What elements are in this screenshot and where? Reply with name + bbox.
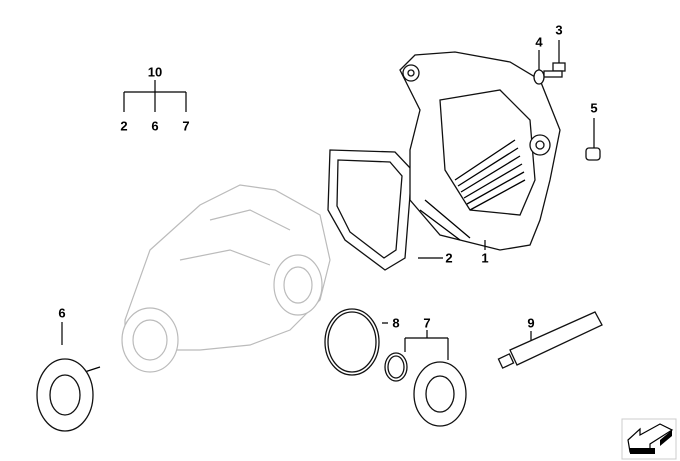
group-child-2: 2: [120, 118, 128, 134]
bolt-part: [543, 40, 566, 78]
group-child-6: 6: [151, 118, 159, 134]
callout-7[interactable]: 7: [423, 315, 431, 331]
washer-part: [533, 50, 545, 85]
callout-9[interactable]: 9: [527, 315, 535, 331]
differential-housing: [121, 184, 331, 373]
group-child-7: 7: [182, 118, 190, 134]
group-bracket: [123, 80, 187, 112]
shaft-seal-left-part: [36, 358, 94, 432]
gasket-part: [327, 149, 413, 271]
callout-3[interactable]: 3: [555, 22, 563, 38]
callout-1[interactable]: 1: [481, 250, 489, 266]
o-ring-part: [324, 308, 380, 376]
shaft-seal-right-part: [384, 352, 467, 427]
callout-4[interactable]: 4: [535, 34, 543, 50]
plug-part: [585, 118, 601, 161]
sealant-tube-part: [497, 311, 603, 369]
callout-8[interactable]: 8: [392, 315, 400, 331]
group-label-10: 10: [147, 64, 163, 80]
callout-5[interactable]: 5: [590, 100, 598, 116]
callout-6[interactable]: 6: [58, 305, 66, 321]
cover-part: [399, 51, 561, 251]
arrow-down-left-icon[interactable]: [621, 418, 677, 460]
callout-2[interactable]: 2: [445, 250, 453, 266]
